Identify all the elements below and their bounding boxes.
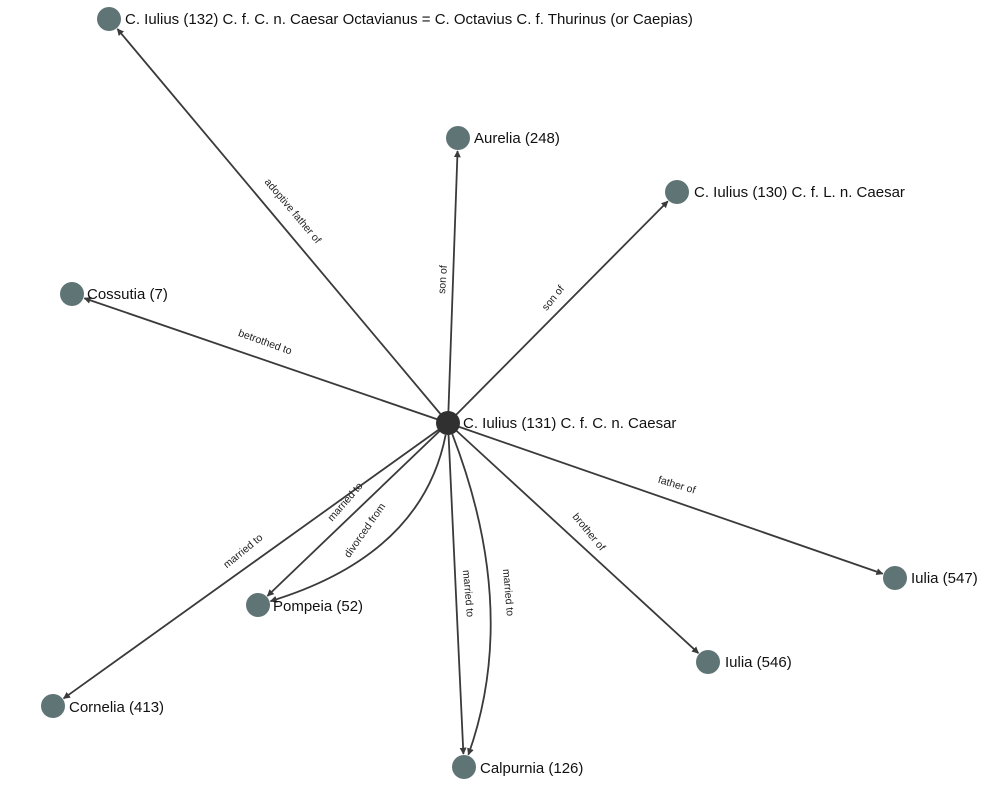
node-label: Calpurnia (126) xyxy=(480,760,583,777)
edge-line xyxy=(451,433,492,756)
node-circle[interactable] xyxy=(696,650,720,674)
node-circle[interactable] xyxy=(60,282,84,306)
edge-aurelia: son of xyxy=(436,150,461,424)
edge-line xyxy=(447,200,669,424)
edge-cossutia: betrothed to xyxy=(83,296,449,424)
node-circle[interactable] xyxy=(665,180,689,204)
edge-label: married to xyxy=(325,480,365,524)
edge-label: son of xyxy=(540,283,567,313)
node-calpurnia[interactable]: Calpurnia (126) xyxy=(452,755,583,779)
node-label: C. Iulius (131) C. f. C. n. Caesar xyxy=(463,415,676,432)
edge-iulia547: father of xyxy=(447,422,884,575)
edge-label: married to xyxy=(460,569,476,617)
node-cossutia[interactable]: Cossutia (7) xyxy=(60,282,168,306)
edge-line xyxy=(266,422,449,597)
node-circle[interactable] xyxy=(452,755,476,779)
node-circle[interactable] xyxy=(41,694,65,718)
nodes-layer: C. Iulius (132) C. f. C. n. Caesar Octav… xyxy=(41,7,978,779)
edge-line xyxy=(116,28,449,424)
edge-label: son of xyxy=(436,265,450,294)
edge-pompeia: married to xyxy=(266,422,449,597)
node-c130[interactable]: C. Iulius (130) C. f. L. n. Caesar xyxy=(665,180,905,204)
edge-label: married to xyxy=(221,532,265,571)
edge-line xyxy=(269,434,447,603)
node-label: Cossutia (7) xyxy=(87,286,168,303)
node-label: C. Iulius (130) C. f. L. n. Caesar xyxy=(694,184,905,201)
edge-line xyxy=(83,296,449,424)
node-label: Aurelia (248) xyxy=(474,130,560,147)
node-label: Iulia (546) xyxy=(725,654,792,671)
node-label: Pompeia (52) xyxy=(273,598,363,615)
edge-iulia546: brother of xyxy=(447,422,700,654)
node-aurelia[interactable]: Aurelia (248) xyxy=(446,126,560,150)
edge-pompeia: divorced from xyxy=(269,434,447,603)
edge-calpurnia: married to xyxy=(447,422,476,755)
edge-line xyxy=(447,422,700,654)
node-label: Iulia (547) xyxy=(911,570,978,587)
node-circle[interactable] xyxy=(97,7,121,31)
edge-line xyxy=(62,422,449,700)
node-iulia546[interactable]: Iulia (546) xyxy=(696,650,792,674)
node-circle[interactable] xyxy=(436,411,460,435)
node-circle[interactable] xyxy=(246,593,270,617)
node-label: Cornelia (413) xyxy=(69,699,164,716)
node-pompeia[interactable]: Pompeia (52) xyxy=(246,593,363,617)
node-c131[interactable]: C. Iulius (131) C. f. C. n. Caesar xyxy=(436,411,676,435)
node-label: C. Iulius (132) C. f. C. n. Caesar Octav… xyxy=(125,11,693,28)
node-cornelia[interactable]: Cornelia (413) xyxy=(41,694,164,718)
edge-label: father of xyxy=(657,474,697,497)
node-circle[interactable] xyxy=(446,126,470,150)
edge-c132: adoptive father of xyxy=(116,28,449,424)
edge-line xyxy=(447,150,461,424)
node-circle[interactable] xyxy=(883,566,907,590)
node-iulia547[interactable]: Iulia (547) xyxy=(883,566,978,590)
edge-calpurnia: married to xyxy=(451,433,516,756)
edge-cornelia: married to xyxy=(62,422,449,700)
edge-c130: son of xyxy=(447,200,669,424)
edge-line xyxy=(447,422,884,575)
node-c132[interactable]: C. Iulius (132) C. f. C. n. Caesar Octav… xyxy=(97,7,693,31)
edge-line xyxy=(447,422,467,755)
edge-label: married to xyxy=(500,568,516,616)
edge-label: divorced from xyxy=(342,501,388,560)
edge-label: brother of xyxy=(570,511,608,553)
